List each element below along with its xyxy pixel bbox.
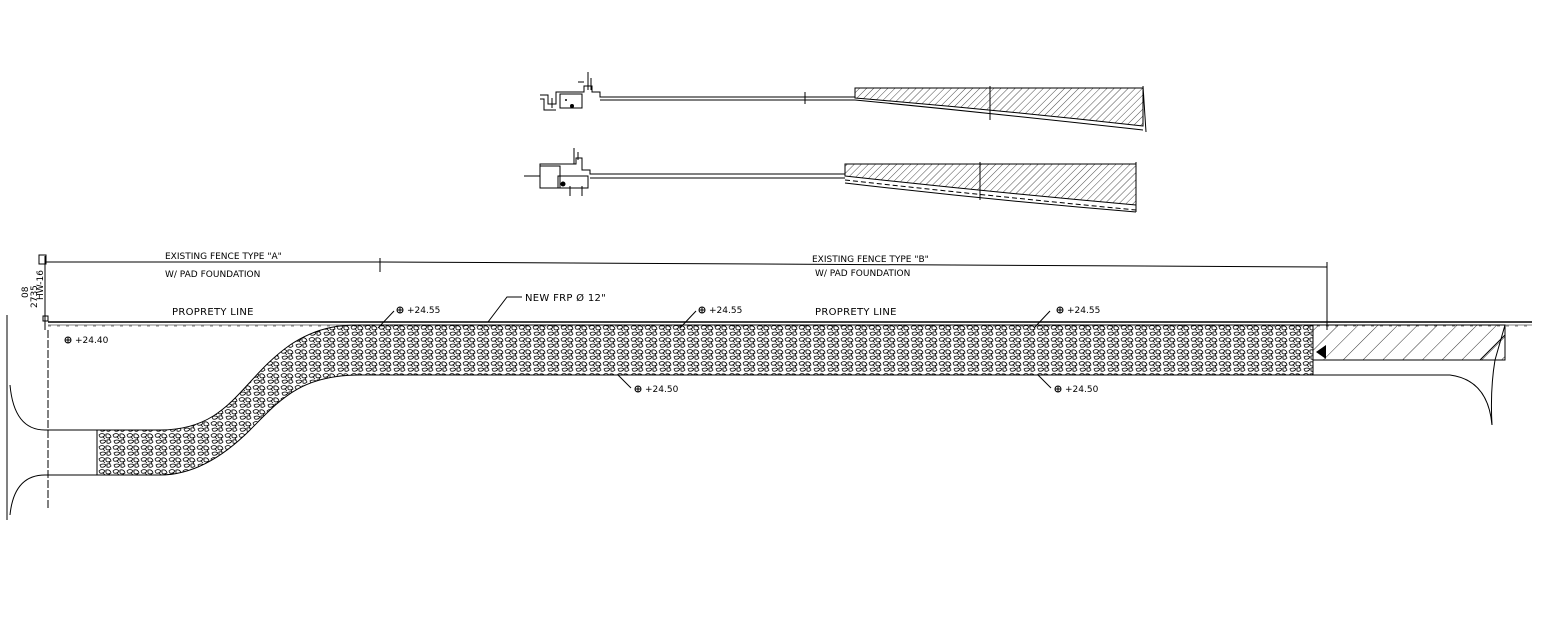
elevation-marker-4: +24.55 (1033, 306, 1100, 329)
section-2-hatched-fill (844, 163, 1137, 206)
elevation-marker-1: +24.40 (64, 336, 109, 346)
side-ref-number: 2735 (30, 285, 40, 308)
side-ref-hw: HW-16 (36, 270, 46, 300)
property-line-label: PROPRETY LINE (815, 307, 897, 318)
fence-a-subtitle: W/ PAD FOUNDATION (165, 270, 260, 280)
new-frp-label: NEW FRP Ø 12" (525, 292, 606, 304)
fence-b-title: EXISTING FENCE TYPE "B" (812, 255, 929, 265)
elevation-label: +24.55 (1067, 306, 1100, 316)
elevation-marker-6: +24.50 (1037, 374, 1099, 395)
section-1-hatched-fill (854, 87, 1144, 127)
section-detail-1 (540, 72, 1147, 133)
elevation-marker-5: +24.50 (617, 374, 679, 395)
elevation-marker-3: +24.55 (679, 306, 742, 329)
elevation-label: +24.50 (645, 385, 679, 395)
elevation-marker-2: +24.55 (377, 306, 440, 329)
headwall-right (1312, 324, 1506, 361)
fence-a-title: EXISTING FENCE TYPE "A" (165, 252, 282, 262)
section-detail-2 (524, 148, 1137, 213)
property-line-label: PROPRETY LINE (172, 307, 254, 318)
side-ref-code: 08 (21, 286, 31, 298)
elevation-label: +24.55 (407, 306, 440, 316)
elevation-label: +24.50 (1065, 385, 1099, 395)
plan-view (6, 254, 1532, 520)
elevation-label: +24.55 (709, 306, 742, 316)
fence-b-subtitle: W/ PAD FOUNDATION (815, 269, 910, 279)
gravel-bedding (96, 324, 1314, 476)
elevation-label: +24.40 (75, 336, 109, 346)
